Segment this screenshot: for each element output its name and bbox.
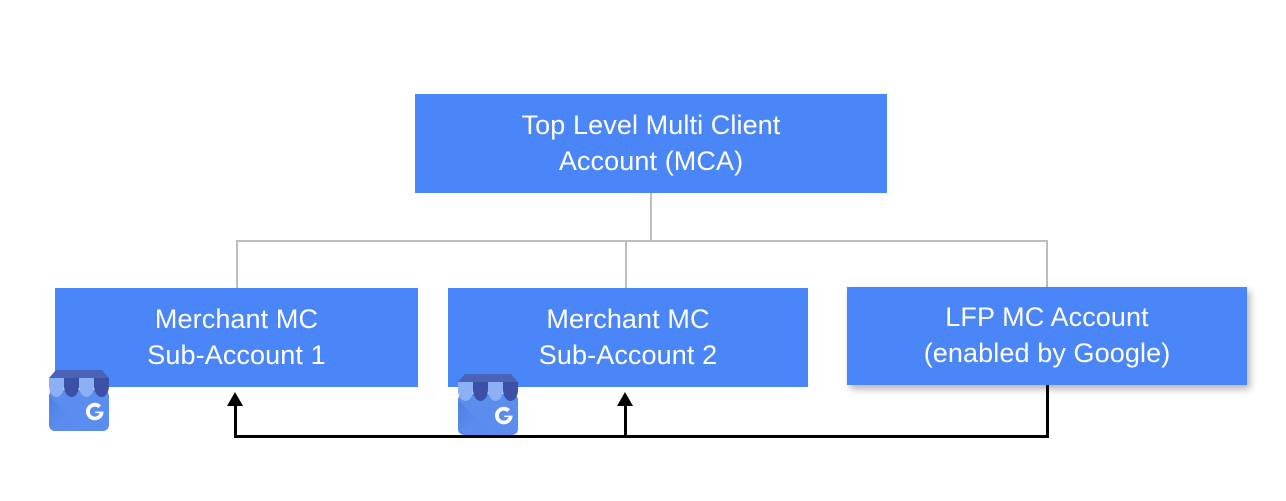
connector-mca-stem [650, 193, 652, 242]
google-business-profile-storefront-icon [458, 374, 518, 435]
node-top-level-mca-label: Top Level Multi Client Account (MCA) [521, 109, 781, 176]
node-merchant-sub-account-1-label: Merchant MC Sub-Account 1 [147, 303, 326, 370]
connector-lfp-to-sub1 [234, 404, 237, 437]
connector-lfp-down [1046, 385, 1049, 437]
connector-drop-sub1 [236, 240, 238, 289]
node-lfp-mc-account-label: LFP MC Account (enabled by Google) [923, 302, 1171, 368]
connector-lfp-bottom-run [234, 435, 1049, 438]
node-merchant-sub-account-2-label: Merchant MC Sub-Account 2 [538, 303, 718, 370]
arrowhead-into-sub2 [617, 392, 633, 406]
google-business-profile-storefront-icon [49, 370, 109, 431]
node-top-level-mca[interactable]: Top Level Multi Client Account (MCA) [415, 94, 887, 193]
connector-drop-lfp [1046, 240, 1048, 288]
node-merchant-sub-account-2[interactable]: Merchant MC Sub-Account 2 [448, 288, 808, 387]
arrowhead-into-sub1 [227, 392, 243, 406]
node-lfp-mc-account[interactable]: LFP MC Account (enabled by Google) [847, 287, 1247, 385]
node-merchant-sub-account-1[interactable]: Merchant MC Sub-Account 1 [55, 288, 418, 387]
connector-drop-sub2 [625, 240, 627, 289]
connector-horizontal-bus [236, 240, 1048, 242]
connector-lfp-to-sub2 [624, 404, 627, 437]
